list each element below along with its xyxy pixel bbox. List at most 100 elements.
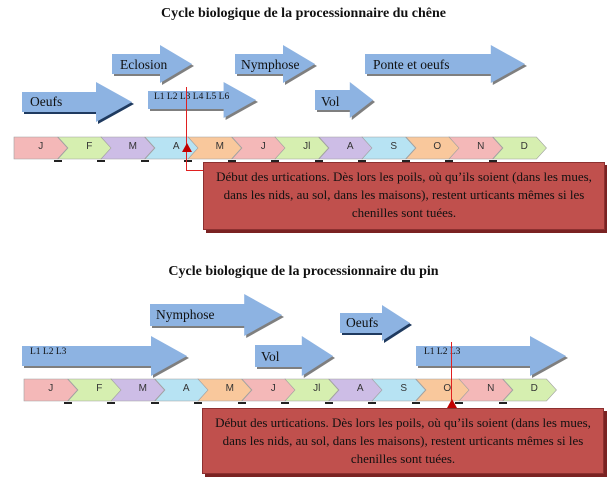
month-label: D [530,383,538,394]
month-label: J [260,141,266,152]
month-label: M [138,383,147,394]
month-label: A [356,383,364,394]
stage-arrow: L1 L2 L3 [416,336,568,378]
month-label: A [172,141,180,152]
stage-label: Vol [321,94,340,109]
urtication-note: Début des urtications. Dès lors les poil… [203,162,605,230]
month-tick [53,160,62,162]
month-chevron [501,378,557,402]
stage-label: Ponte et oeufs [373,57,450,72]
stage-arrow: Nymphose [235,45,317,85]
month-tick [237,402,246,404]
month-tick [63,402,72,404]
month-tick [411,402,420,404]
arrow-body [22,336,187,376]
stage-label: Nymphose [241,57,300,72]
month-tick [271,160,279,162]
month-label: O [443,383,452,394]
month-label: Jl [303,141,311,152]
month-label: F [96,383,103,394]
month-tick [97,160,105,162]
stage-arrow: Eclosion [112,45,194,85]
month-label: D [520,141,528,152]
stage-arrow: Vol [315,82,375,120]
month-label: M [128,141,137,152]
urtication-line [186,87,187,171]
arrow-shape [22,336,189,378]
month-tick [281,402,289,404]
arrow-shape [22,82,134,124]
month-label: M [215,141,224,152]
arrow-body [235,45,315,83]
month-tick [498,402,507,404]
stage-label: L1 L2 L3 L4 L5 L6 [154,92,230,102]
month-tick [194,402,202,404]
month-tick [401,160,410,162]
arrow-shape [150,294,284,338]
month-timeline: J F M A M J Jl A S O N D [13,136,547,162]
stage-label: Nymphose [156,307,215,322]
month-label: J [270,383,276,394]
urtication-start-marker [447,399,457,408]
urtication-start-marker [182,143,192,152]
stage-arrow: Oeufs [340,305,412,343]
arrow-shape [315,82,375,120]
arrow-body [255,336,333,376]
month-label: A [346,141,354,152]
stage-label: Oeufs [30,94,63,109]
arrow-body [416,336,566,376]
arrow-shape [112,45,194,85]
arrow-body [365,45,525,83]
month-tick [368,402,376,404]
stage-label: Vol [261,349,280,364]
arrow-body [340,305,410,341]
month-chevron [491,136,547,160]
month-tick [445,160,453,162]
stage-arrow: L1 L2 L3 L4 L5 L6 [148,82,258,120]
month-label: M [225,383,234,394]
arrow-body [112,45,192,83]
month-label: Jl [313,383,321,394]
stage-arrow: Vol [255,336,335,378]
month-label: J [38,141,44,152]
month-tick [107,402,115,404]
month-tick [184,160,192,162]
month-label: N [487,383,495,394]
month-tick [488,160,497,162]
stage-label: Eclosion [120,57,168,72]
arrow-shape [416,336,568,378]
month-label: O [433,141,442,152]
urtication-connector [186,170,206,171]
month-timeline: J F M A M J Jl A S O N D [23,378,557,404]
arrow-body [148,82,256,118]
month-tick [324,402,333,404]
stage-arrow: Ponte et oeufs [365,45,527,85]
arrow-shape [255,336,335,378]
stage-arrow: L1 L2 L3 [22,336,189,378]
month-tick [455,402,463,404]
month-tick [358,160,366,162]
urtication-line [451,342,452,400]
month-label: F [86,141,93,152]
arrow-body [22,82,132,122]
arrow-body [315,82,373,118]
month-tick [314,160,323,162]
arrow-body [150,294,282,336]
month-label: N [477,141,485,152]
month-label: J [48,383,54,394]
stage-label: L1 L2 L3 [424,347,461,357]
urtication-note: Début des urtications. Dès lors les poil… [202,408,604,474]
month-tick [227,160,236,162]
stage-label: L1 L2 L3 [30,347,67,357]
diagram-title-chene: Cycle biologique de la processionnaire d… [161,6,446,21]
month-label: A [182,383,190,394]
arrow-shape [365,45,527,85]
month-tick [140,160,149,162]
arrow-shape [340,305,412,343]
month-label: S [400,383,408,394]
month-label: S [390,141,398,152]
arrow-shape [148,82,258,120]
stage-arrow: Oeufs [22,82,134,124]
stage-label: Oeufs [346,315,379,330]
month-tick [150,402,159,404]
